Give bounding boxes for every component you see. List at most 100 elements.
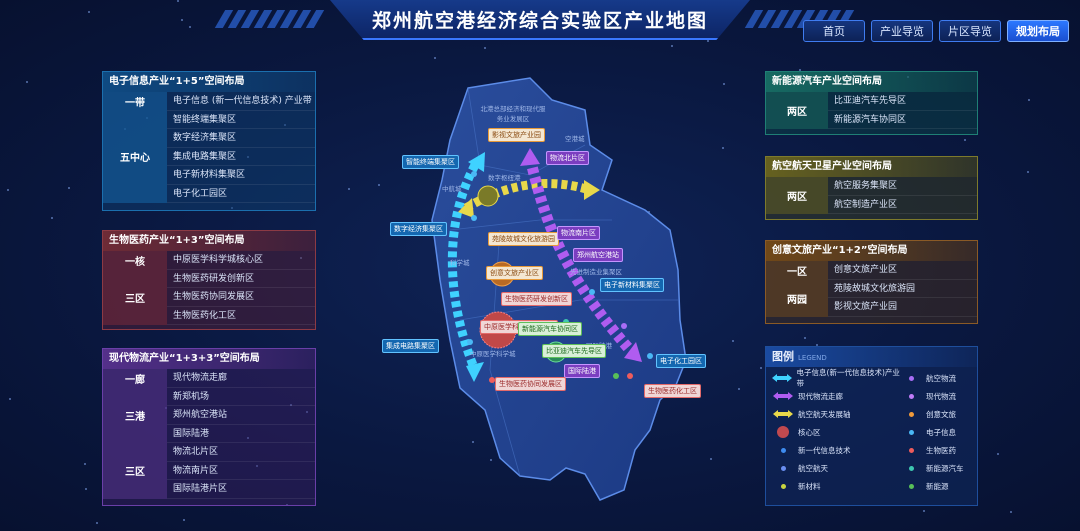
logistics-item[interactable]: 物流北片区 xyxy=(167,443,315,462)
aero-item[interactable]: 航空服务集聚区 xyxy=(828,177,977,196)
culture-item[interactable]: 苑陵故城文化旅游园 xyxy=(828,280,977,298)
legend-item-label: 核心区 xyxy=(798,427,821,437)
poi-dot xyxy=(613,373,619,379)
biomed-item[interactable]: 中原医学科学城核心区 xyxy=(167,251,315,270)
electronics-panel-title: 电子信息产业“1+5”空间布局 xyxy=(103,72,315,92)
star xyxy=(997,453,999,455)
legend-grid: 电子信息(新一代信息技术)产业带航空物流现代物流走廊现代物流航空航天发展轴创意文… xyxy=(766,367,977,497)
aero-item[interactable]: 航空制造产业区 xyxy=(828,196,977,214)
legend-item: 航空航天发展轴 xyxy=(772,407,900,421)
culture-item[interactable]: 创意文旅产业区 xyxy=(828,261,977,280)
star xyxy=(181,19,183,21)
nev-group-label: 两区 xyxy=(766,92,828,129)
map-tag-biomed-chem[interactable]: 生物医药化工区 xyxy=(644,384,701,398)
electronics-item[interactable]: 电子新材料集聚区 xyxy=(167,166,315,185)
map-tag-ic-zone[interactable]: 集成电路集聚区 xyxy=(382,339,439,353)
electronics-group-items: 电子信息 (新一代信息技术) 产业带 xyxy=(167,92,315,111)
poi-dot xyxy=(471,171,477,177)
logistics-group: 一廊现代物流走廊 xyxy=(103,369,315,388)
map-tag-nev-coop[interactable]: 新能源汽车协同区 xyxy=(518,322,582,336)
dot-icon xyxy=(900,393,922,399)
nav-home-button[interactable]: 首页 xyxy=(803,20,865,42)
double-arrow-icon xyxy=(772,374,793,382)
map-tag-culture-zone[interactable]: 创意文旅产业区 xyxy=(486,266,543,280)
logistics-item[interactable]: 新郑机场 xyxy=(167,388,315,406)
map-tag-inland-port[interactable]: 国际陆港 xyxy=(564,364,600,378)
nav-planning-button[interactable]: 规划布局 xyxy=(1007,20,1069,42)
double-arrow-icon xyxy=(772,392,794,400)
electronics-panel: 电子信息产业“1+5”空间布局一带电子信息 (新一代信息技术) 产业带五中心智能… xyxy=(102,71,316,211)
culture-group-items: 苑陵故城文化旅游园影视文旅产业园 xyxy=(828,280,977,317)
poi-dot xyxy=(621,323,627,329)
legend-item-label: 现代物流走廊 xyxy=(798,391,843,401)
logistics-group-label: 一廊 xyxy=(103,369,167,388)
star xyxy=(26,81,28,83)
electronics-item[interactable]: 电子信息 (新一代信息技术) 产业带 xyxy=(167,92,315,111)
map-tag-smart-terminal[interactable]: 智能终端集聚区 xyxy=(402,155,459,169)
star xyxy=(1010,511,1012,513)
legend-item-label: 创意文旅 xyxy=(926,409,956,419)
district-center-border xyxy=(449,219,612,231)
map-tag-logistics-north[interactable]: 物流北片区 xyxy=(546,151,589,165)
star xyxy=(9,398,11,400)
legend-title: 图例 xyxy=(772,350,794,363)
map-tag-logistics-south[interactable]: 物流南片区 xyxy=(557,226,600,240)
biomed-panel-title: 生物医药产业“1+3”空间布局 xyxy=(103,231,315,251)
electronics-arrow-head-bottom xyxy=(466,362,484,382)
star xyxy=(738,388,740,390)
core-zone-aviation xyxy=(477,185,499,207)
star xyxy=(68,187,70,189)
biomed-item[interactable]: 生物医药化工区 xyxy=(167,307,315,325)
nav-industry-tour-button[interactable]: 产业导览 xyxy=(871,20,933,42)
star xyxy=(964,139,966,141)
culture-group-label: 两园 xyxy=(766,279,828,317)
biomed-group-label: 一核 xyxy=(103,251,167,270)
star xyxy=(84,463,86,465)
logistics-group-label: 三区 xyxy=(103,443,167,499)
logistics-item[interactable]: 国际陆港片区 xyxy=(167,480,315,499)
nev-group: 两区比亚迪汽车先导区新能源汽车协同区 xyxy=(766,92,977,129)
map-tag-chemical-park[interactable]: 电子化工园区 xyxy=(656,354,706,368)
logistics-item[interactable]: 现代物流走廊 xyxy=(167,369,315,388)
map-tag-biomed-coop[interactable]: 生物医药协同发展区 xyxy=(495,377,566,391)
map-label-digital-hub: 数字枢纽港 xyxy=(488,174,521,182)
logistics-arrow-head-top xyxy=(520,148,540,166)
legend-item: 新一代信息技术 xyxy=(772,443,900,457)
electronics-item[interactable]: 集成电路集聚区 xyxy=(167,148,315,166)
biomed-group: 三区生物医药研发创新区生物医药协同发展区生物医药化工区 xyxy=(103,269,315,325)
map-tag-yuanling[interactable]: 苑陵故城文化旅游园 xyxy=(488,232,559,246)
logistics-item[interactable]: 国际陆港 xyxy=(167,425,315,443)
map-tag-new-materials[interactable]: 电子新材料集聚区 xyxy=(600,278,664,292)
electronics-group: 一带电子信息 (新一代信息技术) 产业带 xyxy=(103,92,315,111)
star xyxy=(177,0,179,2)
map-tag-biomed-rd[interactable]: 生物医药研发创新区 xyxy=(501,292,572,306)
map-tag-byd[interactable]: 比亚迪汽车先导区 xyxy=(542,344,606,358)
star xyxy=(96,522,98,524)
biomed-group: 一核中原医学科学城核心区 xyxy=(103,251,315,270)
biomed-item[interactable]: 生物医药协同发展区 xyxy=(167,288,315,307)
dot-icon xyxy=(772,483,794,489)
map-tag-airport-station[interactable]: 郑州航空港站 xyxy=(573,248,623,262)
star xyxy=(723,83,725,85)
electronics-item[interactable]: 智能终端集聚区 xyxy=(167,111,315,129)
electronics-item[interactable]: 数字经济集聚区 xyxy=(167,129,315,148)
legend-item: 航空物流 xyxy=(900,371,980,385)
logistics-item[interactable]: 物流南片区 xyxy=(167,462,315,480)
biomed-item[interactable]: 生物医药研发创新区 xyxy=(167,270,315,288)
culture-item[interactable]: 影视文旅产业园 xyxy=(828,298,977,317)
logistics-panel-title: 现代物流产业“1+3+3”空间布局 xyxy=(103,349,315,369)
culture-group: 一区创意文旅产业区 xyxy=(766,261,977,280)
nev-item[interactable]: 新能源汽车协同区 xyxy=(828,111,977,129)
culture-group: 两园苑陵故城文化旅游园影视文旅产业园 xyxy=(766,279,977,317)
electronics-item[interactable]: 电子化工园区 xyxy=(167,185,315,203)
map-tag-film-park[interactable]: 影视文旅产业园 xyxy=(488,128,545,142)
legend-item: 核心区 xyxy=(772,425,900,439)
star xyxy=(88,11,90,13)
nev-item[interactable]: 比亚迪汽车先导区 xyxy=(828,92,977,111)
nav-zone-tour-button[interactable]: 片区导览 xyxy=(939,20,1001,42)
poi-dot xyxy=(489,377,495,383)
legend-item-label: 新能源汽车 xyxy=(926,463,964,473)
logistics-item[interactable]: 郑州航空港站 xyxy=(167,406,315,425)
map-tag-digital-economy[interactable]: 数字经济集聚区 xyxy=(390,222,447,236)
